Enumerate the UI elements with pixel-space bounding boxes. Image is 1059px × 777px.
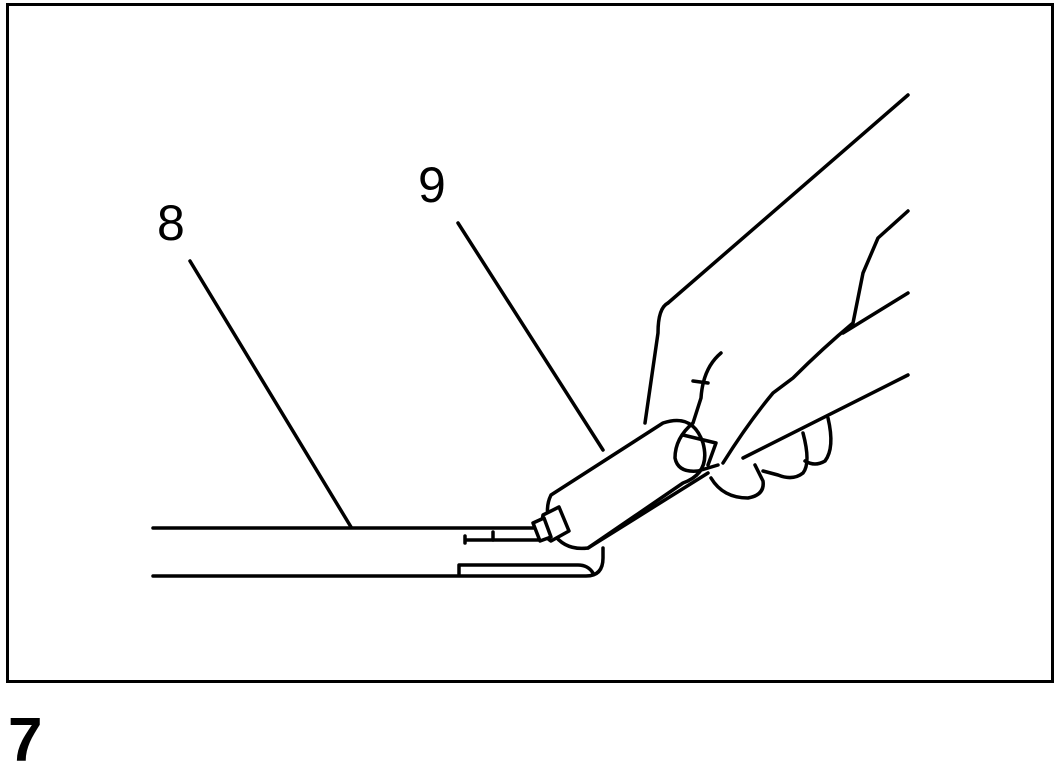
arm-drawing [666,93,910,460]
glue-tube-drawing [531,418,710,551]
callout-number-8: 8 [157,195,185,251]
leader-line-9 [456,221,605,452]
callout-number-9: 9 [418,157,446,213]
step-number: 7 [8,706,43,775]
illustration-frame [6,3,1054,683]
hand-drawing [643,209,910,500]
panel-edge-drawing [151,526,605,578]
assembly-illustration [151,93,910,578]
leader-line-8 [188,259,353,529]
